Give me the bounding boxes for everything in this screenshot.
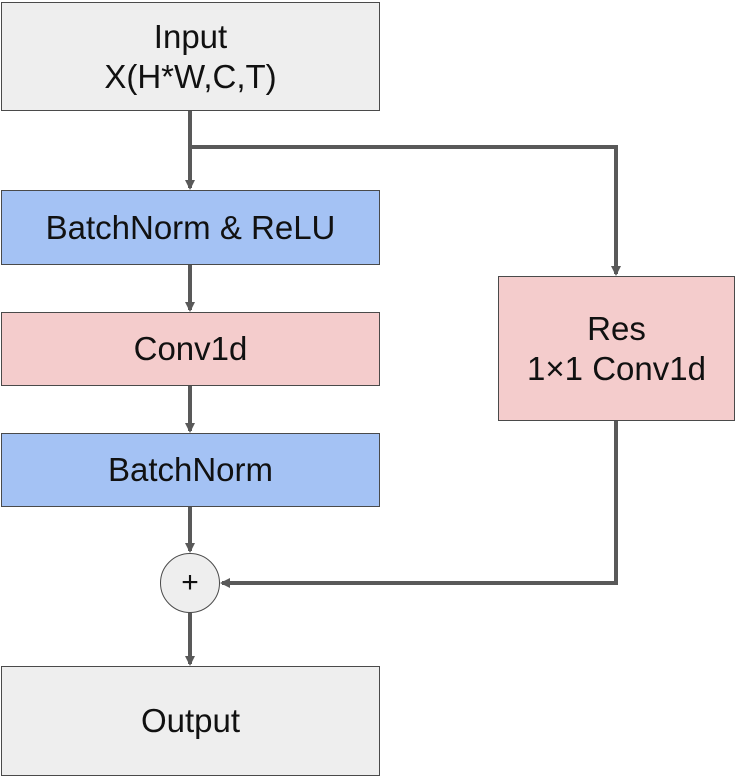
plus-icon: + xyxy=(181,566,199,599)
batchnorm-label: BatchNorm xyxy=(107,451,274,488)
batchnorm-node: BatchNorm xyxy=(1,433,380,507)
batchnorm-relu-node: BatchNorm & ReLU xyxy=(1,190,380,265)
input-node-title: Input xyxy=(153,17,228,55)
input-node-shape: X(H*W,C,T) xyxy=(104,57,277,95)
edge-res-to-plus xyxy=(220,421,618,588)
edge-input-to-res xyxy=(190,145,621,276)
residual-conv-node: Res 1×1 Conv1d xyxy=(498,276,735,421)
output-node: Output xyxy=(1,666,380,776)
res-node-subtitle: 1×1 Conv1d xyxy=(527,349,706,387)
conv1d-node: Conv1d xyxy=(1,312,380,386)
addition-node: + xyxy=(160,553,220,613)
res-node-title: Res xyxy=(587,309,646,347)
batchnorm-relu-label: BatchNorm & ReLU xyxy=(45,208,336,246)
conv1d-label: Conv1d xyxy=(133,330,248,367)
output-label: Output xyxy=(140,702,241,739)
input-node: Input X(H*W,C,T) xyxy=(1,2,380,111)
